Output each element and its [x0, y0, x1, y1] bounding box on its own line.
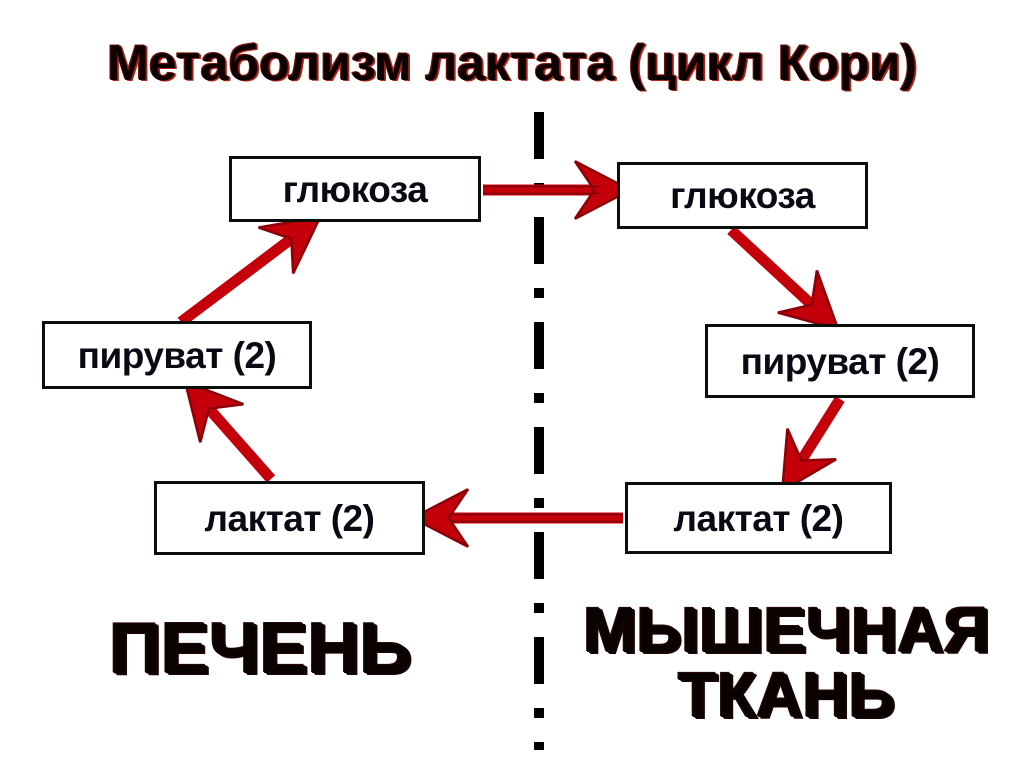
compartment-label-liver: ПЕЧЕНЬ — [108, 609, 412, 689]
node-liver-lactate-label: лактат (2) — [204, 497, 375, 539]
edge-liver-lactate-to-liver-pyruvate — [183, 379, 276, 483]
page-title: Метаболизм лактата (цикл Кори) — [107, 35, 917, 91]
node-liver-lactate[interactable]: лактат (2) — [154, 481, 425, 555]
tissue-boundary-divider — [534, 112, 544, 750]
edge-muscle-glucose-to-muscle-pyruvate — [727, 225, 841, 332]
node-muscle-glucose-label: глюкоза — [670, 175, 815, 216]
node-liver-glucose-label: глюкоза — [282, 168, 428, 210]
compartment-label-muscle-line2: ТКАНЬ — [677, 658, 895, 731]
node-liver-pyruvate-label: пируват (2) — [77, 334, 277, 376]
edge-liver-pyruvate-to-liver-glucose — [177, 215, 323, 327]
node-muscle-lactate-label: лактат (2) — [673, 497, 844, 539]
edge-muscle-lactate-to-liver-lactate — [409, 488, 623, 548]
node-liver-glucose[interactable]: глюкоза — [229, 156, 481, 222]
node-muscle-lactate[interactable]: лактат (2) — [625, 482, 892, 554]
compartment-label-muscle-line1: МЫШЕЧНАЯ — [582, 594, 990, 666]
node-muscle-glucose[interactable]: глюкоза — [617, 162, 868, 229]
node-muscle-pyruvate-label: пируват (2) — [740, 340, 940, 382]
edge-muscle-pyruvate-to-muscle-lactate — [780, 396, 845, 494]
compartment-label-muscle: МЫШЕЧНАЯ ТКАНЬ — [548, 598, 1024, 731]
node-liver-pyruvate[interactable]: пируват (2) — [42, 321, 312, 389]
edge-liver-glucose-to-muscle-glucose — [483, 160, 634, 220]
node-muscle-pyruvate[interactable]: пируват (2) — [705, 324, 975, 398]
